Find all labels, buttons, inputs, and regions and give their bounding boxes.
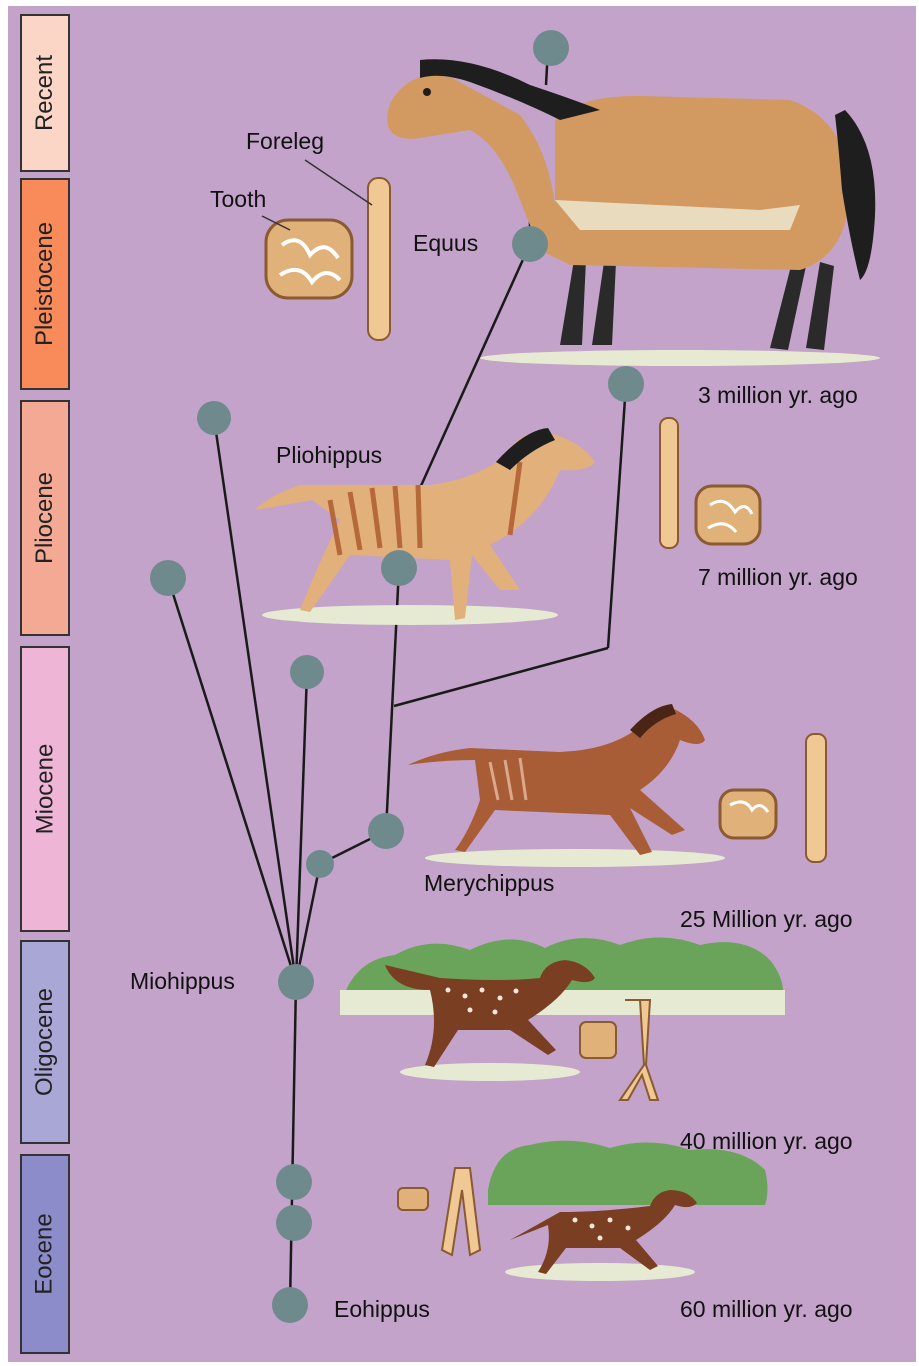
era-eocene-label: Eocene	[31, 1213, 59, 1294]
era-recent: Recent	[20, 14, 70, 172]
age-60-million-label: 60 million yr. ago	[680, 1296, 853, 1323]
era-pleistocene-label: Pleistocene	[31, 222, 59, 346]
tooth-label: Tooth	[210, 186, 266, 213]
era-oligocene-label: Oligocene	[31, 988, 59, 1096]
era-miocene-label: Miocene	[31, 744, 59, 835]
era-pliocene: Pliocene	[20, 400, 70, 636]
pliohippus-label: Pliohippus	[276, 442, 382, 469]
equus-label: Equus	[413, 230, 478, 257]
age-3-million-label: 3 million yr. ago	[698, 382, 858, 409]
era-miocene: Miocene	[20, 646, 70, 932]
merychippus-label: Merychippus	[424, 870, 554, 897]
eohippus-label: Eohippus	[334, 1296, 430, 1323]
age-25-million-label: 25 Million yr. ago	[680, 906, 853, 933]
era-pliocene-label: Pliocene	[31, 472, 59, 564]
foreleg-label: Foreleg	[246, 128, 324, 155]
era-eocene: Eocene	[20, 1154, 70, 1354]
era-recent-label: Recent	[31, 55, 59, 131]
age-40-million-label: 40 million yr. ago	[680, 1128, 853, 1155]
era-pleistocene: Pleistocene	[20, 178, 70, 390]
age-7-million-label: 7 million yr. ago	[698, 564, 858, 591]
miohippus-label: Miohippus	[130, 968, 235, 995]
era-oligocene: Oligocene	[20, 940, 70, 1144]
